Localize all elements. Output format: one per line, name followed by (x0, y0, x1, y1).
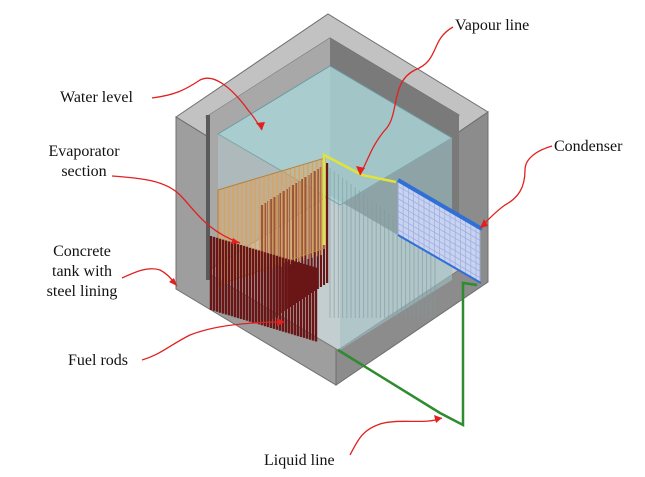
condenser-header-bottom (397, 234, 482, 284)
callout-evaporator-arrow (231, 238, 240, 244)
condenser-mesh-line (397, 229, 481, 278)
callout-evaporator (111, 175, 241, 244)
condenser-mesh-line (397, 192, 481, 241)
condenser-mesh-line (397, 198, 481, 247)
condenser-mesh-line (397, 204, 481, 254)
vapour-line-label: Vapour line (455, 17, 530, 34)
vapour-line-pipe (322, 152, 397, 245)
callout-liquid-arrow (434, 415, 442, 423)
callout-condenser-arrow (480, 219, 488, 228)
evaporator-label: Evaporator section (36, 142, 132, 182)
condenser-mesh-line (397, 223, 481, 272)
liquid-line-label: Liquid line (264, 452, 335, 469)
fuel-rods-label: Fuel rods (68, 352, 128, 369)
condenser-label: Condenser (554, 138, 623, 155)
steel-lining-bar (206, 115, 210, 280)
callout-concrete-arrow (169, 278, 177, 286)
callout-water-level (151, 77, 263, 131)
evaporator-label-line-1: Evaporator (48, 143, 120, 160)
concrete-tank-label: Concrete tank with steel lining (32, 242, 132, 302)
fuel-rod-bundle-front (209, 236, 318, 342)
condenser-header-top (396, 178, 484, 231)
condenser-mesh-line (397, 210, 481, 260)
condenser-mesh (397, 183, 481, 281)
evaporator-label-line-2: section (61, 163, 107, 180)
concrete-label-line-3: steel lining (46, 283, 118, 300)
callout-fuel-rods (141, 321, 286, 361)
callout-vapour-line (359, 26, 454, 176)
callout-vapour-arrow (356, 166, 365, 175)
callout-fuel-arrow (277, 318, 285, 326)
water-level-label: Water level (60, 89, 133, 106)
callout-liquid-line (349, 417, 443, 456)
concrete-label-line-2: tank with (52, 263, 112, 280)
concrete-label-line-1: Concrete (53, 243, 111, 260)
callout-condenser (479, 145, 553, 229)
condenser-mesh-line (397, 185, 481, 235)
rack-plates (329, 168, 436, 318)
callout-water-arrow (256, 122, 265, 130)
condenser-mesh-line (397, 216, 481, 266)
liquid-line-pipe (337, 281, 478, 428)
